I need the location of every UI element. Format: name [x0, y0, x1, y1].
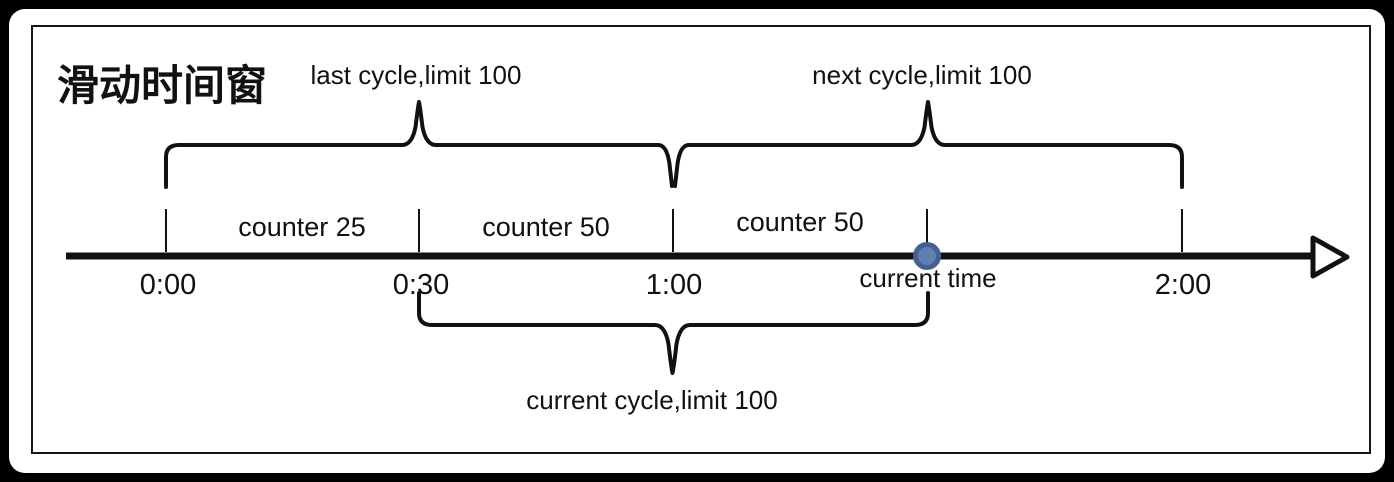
diagram-title: 滑动时间窗 [57, 62, 267, 109]
timeline-arrowhead-icon [1310, 235, 1350, 279]
current-time-label: current time [859, 263, 996, 293]
counter-segment-3-label: counter 50 [736, 207, 864, 237]
last-cycle-brace [164, 100, 674, 189]
diagram-border-box [31, 25, 1371, 454]
next-cycle-brace [673, 100, 1184, 189]
current-cycle-brace [417, 291, 930, 375]
current-cycle-label: current cycle,limit 100 [526, 385, 777, 415]
counter-segment-2-label: counter 50 [482, 212, 610, 242]
tick-label-0100: 1:00 [646, 269, 702, 301]
last-cycle-label: last cycle,limit 100 [311, 60, 522, 90]
current-time-marker [913, 242, 941, 270]
tick-label-0200: 2:00 [1155, 269, 1211, 301]
counter-segment-1-label: counter 25 [238, 212, 366, 242]
tick-label-0000: 0:00 [140, 269, 196, 301]
next-cycle-label: next cycle,limit 100 [812, 60, 1032, 90]
